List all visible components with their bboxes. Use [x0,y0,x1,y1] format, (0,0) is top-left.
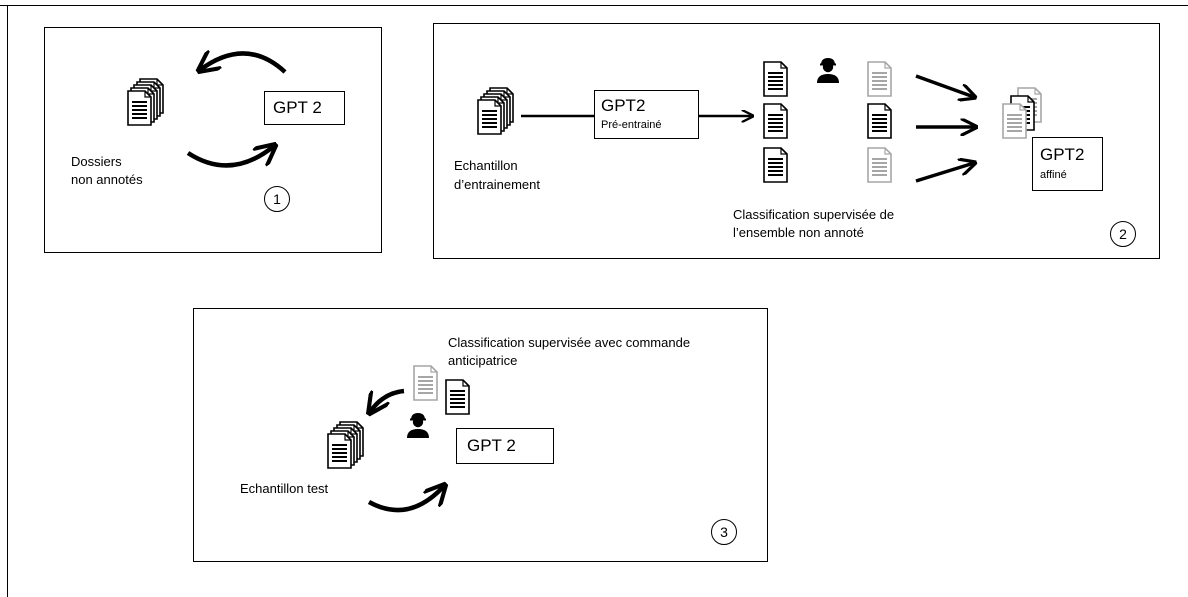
document-stack-icon [128,79,163,125]
cycle-arrow-top-icon [370,388,405,412]
sample-label-line2: d’entrainement [454,177,540,192]
gpt2-pretrained-sub: Pré-entrainé [601,119,662,131]
docs-label-line1: Dossiers [71,154,122,169]
gpt2-pretrained-title: GPT2 [601,96,646,115]
classification-label-line1: Classification supervisée de [733,207,895,222]
docs-label-line2: non annotés [71,172,143,187]
document-icon [867,147,892,183]
document-stack-icon [328,422,363,468]
document-stack-mixed-icon [1002,87,1042,139]
gpt2-box: GPT 2 [264,91,345,125]
document-icon [867,103,892,139]
cycle-arrow-bottom-icon [186,146,274,168]
test-sample-label: Echantillon test [240,481,329,496]
classification-feedforward-line2: anticipatrice [448,353,518,368]
classification-label-line2: l’ensemble non annoté [733,225,864,240]
document-icon [763,147,788,183]
person-icon [817,58,839,83]
document-stack-icon [478,88,513,134]
document-icon [445,379,470,415]
document-icon [763,61,788,97]
step-number-1: 1 [264,186,290,212]
gpt2-box-test: GPT 2 [456,428,554,464]
person-icon [407,413,429,438]
cycle-arrow-top-icon [200,53,287,72]
document-icon [763,103,788,139]
gpt2-finetuned-sub: affiné [1040,169,1067,181]
gpt2-box-test-label: GPT 2 [467,436,516,455]
classification-feedforward-line1: Classification supervisée avec commande [448,335,691,350]
panel-fine-tuning: GPT2 Pré-entrainé GPT2 affiné Echantillo… [433,23,1160,259]
frame-border-left [7,5,8,597]
gpt2-pretrained-box: GPT2 Pré-entrainé [594,90,699,139]
gpt2-box-label: GPT 2 [273,98,322,117]
document-icon [867,61,892,97]
cycle-arrow-bottom-icon [367,486,444,513]
merge-arrow-bottom-icon [915,163,974,183]
gpt2-finetuned-title: GPT2 [1040,145,1085,164]
merge-arrow-top-icon [915,74,974,97]
document-icon [413,365,438,401]
sample-label-line1: Echantillon [454,158,518,173]
panel-supervised-test: GPT 2 Classification supervisée avec com… [193,308,768,562]
gpt2-finetuned-box: GPT2 affiné [1032,137,1103,191]
step-number-3: 3 [711,519,737,545]
step-number-2: 2 [1110,221,1136,247]
frame-border-top [0,5,1188,6]
